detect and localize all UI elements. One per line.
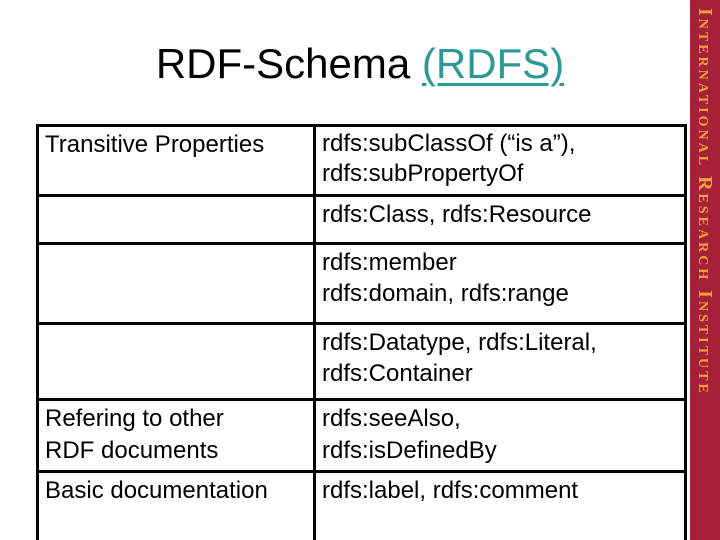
cell-line: rdfs:seeAlso, [322,405,461,432]
table-row: rdfs:Class, rdfs:Resource [36,194,687,245]
cell-line: RDF documents [45,437,219,464]
terms-cell: rdfs:Class, rdfs:Resource [313,194,687,245]
rdfs-hyperlink[interactable]: (RDFS) [421,40,565,87]
table-row: rdfs:Datatype, rdfs:Literal, rdfs:Contai… [36,322,687,401]
feature-cell: Basic documentation [36,470,316,540]
feature-cell [36,322,316,401]
cell-line: rdfs:subPropertyOf [322,160,524,187]
terms-cell: rdfs:Datatype, rdfs:Literal, rdfs:Contai… [313,322,687,401]
cell-line: rdfs:label, rdfs:comment [322,477,579,504]
feature-cell [36,194,316,245]
terms-cell: rdfs:member rdfs:domain, rdfs:range [313,242,687,325]
feature-cell [36,242,316,325]
table-row: Refering to other RDF documents rdfs:see… [36,398,687,473]
table-row: Transitive Properties rdfs:subClassOf (“… [36,124,687,197]
institute-banner-text: International Research Institute [694,8,716,396]
table-row: rdfs:member rdfs:domain, rdfs:range [36,242,687,325]
cell-line: rdfs:Datatype, rdfs:Literal, [322,329,597,356]
institute-banner: International Research Institute [690,0,720,540]
cell-line: Basic documentation [45,477,268,504]
terms-cell: rdfs:subClassOf (“is a”), rdfs:subProper… [313,124,687,197]
rdfs-properties-table: Transitive Properties rdfs:subClassOf (“… [36,124,687,540]
cell-line: rdfs:isDefinedBy [322,437,497,464]
feature-cell: Transitive Properties [36,124,316,197]
cell-line: rdfs:member [322,249,457,276]
cell-line: Refering to other [45,405,224,432]
cell-line: rdfs:Container [322,360,473,387]
title-text: RDF-Schema [155,40,422,87]
cell-line: rdfs:Class, rdfs:Resource [322,201,592,228]
page-title: RDF-Schema (RDFS) [0,40,720,88]
terms-cell: rdfs:seeAlso, rdfs:isDefinedBy [313,398,687,473]
cell-line: rdfs:domain, rdfs:range [322,280,569,307]
cell-line: Transitive Properties [45,131,265,158]
feature-cell: Refering to other RDF documents [36,398,316,473]
cell-line: rdfs:subClassOf (“is a”), [322,130,576,157]
terms-cell: rdfs:label, rdfs:comment [313,470,687,540]
table-row: Basic documentation rdfs:label, rdfs:com… [36,470,687,540]
